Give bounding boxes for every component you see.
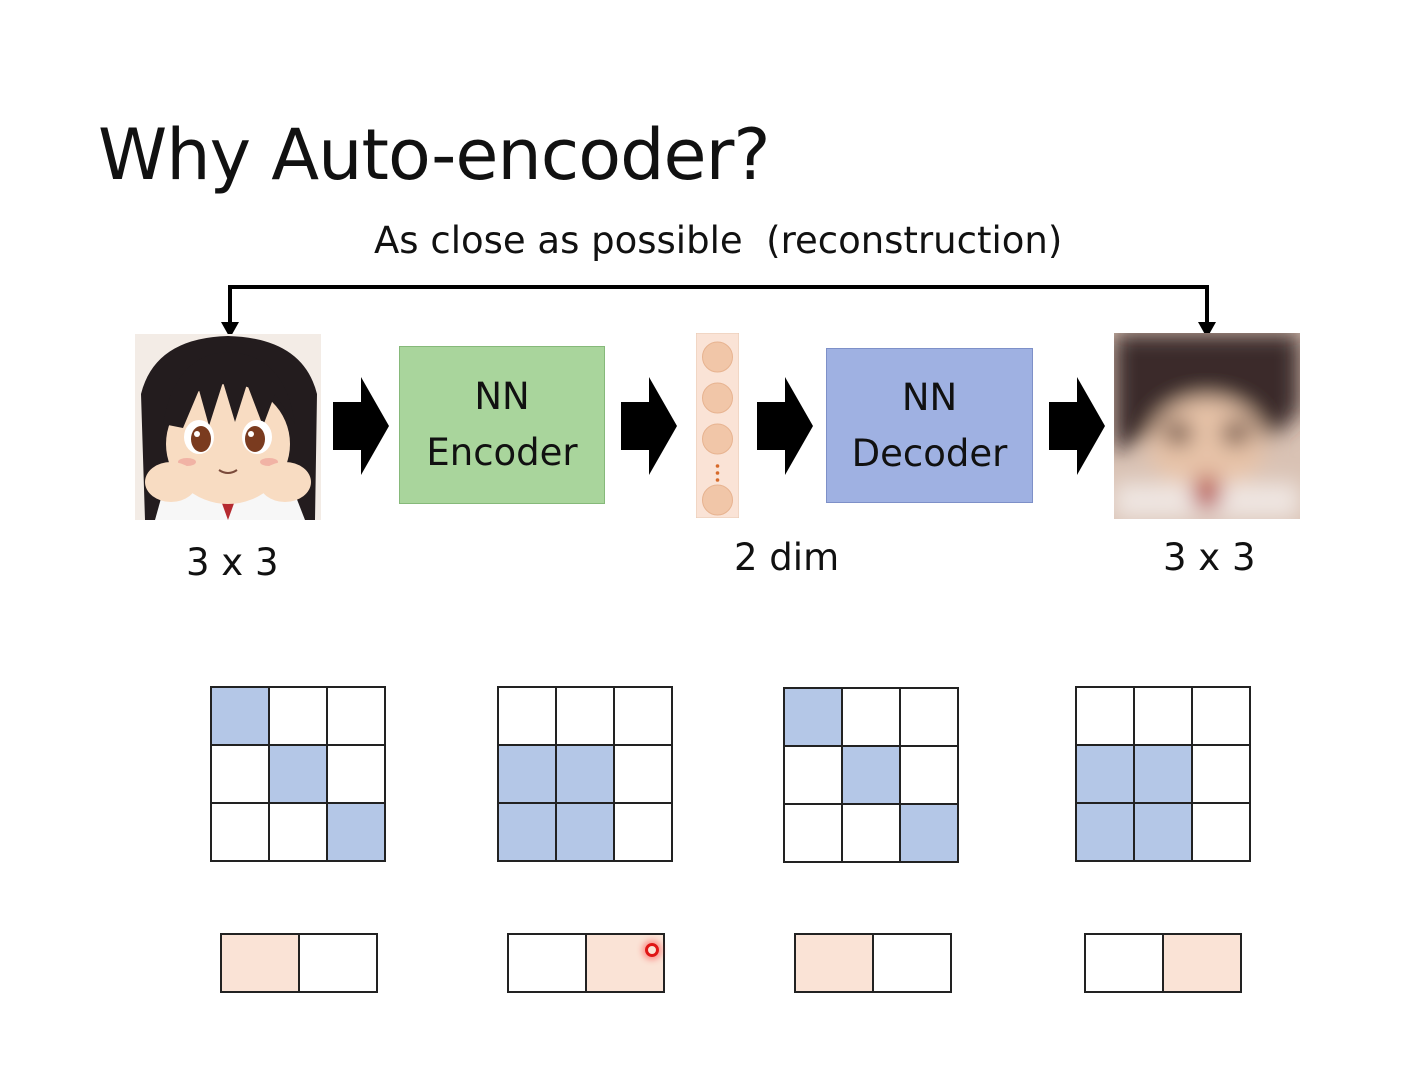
grid-cell <box>1193 804 1251 862</box>
example-code-1 <box>220 933 378 993</box>
grid-cell <box>843 747 901 805</box>
grid-cell <box>843 689 901 747</box>
input-size-label: 3 x 3 <box>186 541 279 584</box>
grid-cell <box>499 688 557 746</box>
code-cell <box>1164 935 1242 993</box>
grid-cell <box>615 746 673 804</box>
example-grid-3 <box>783 687 959 863</box>
grid-cell <box>270 688 328 746</box>
grid-cell <box>1077 688 1135 746</box>
grid-cell <box>212 804 270 862</box>
grid-cell <box>615 688 673 746</box>
neuron-icon <box>702 382 733 414</box>
code-cell <box>1086 935 1164 993</box>
input-image <box>135 334 321 520</box>
code-cell <box>300 935 378 993</box>
grid-cell <box>901 805 959 863</box>
grid-cell <box>212 688 270 746</box>
arrow-right-icon <box>621 377 677 475</box>
nn-decoder-box: NN Decoder <box>826 348 1033 503</box>
decoder-label-nn: NN <box>901 375 958 419</box>
grid-cell <box>557 804 615 862</box>
grid-cell <box>328 688 386 746</box>
grid-cell <box>785 689 843 747</box>
example-code-3 <box>794 933 952 993</box>
example-grid-1 <box>210 686 386 862</box>
grid-cell <box>1135 804 1193 862</box>
reconstruction-bracket <box>221 285 1216 338</box>
grid-cell <box>212 746 270 804</box>
nn-encoder-box: NN Encoder <box>399 346 605 504</box>
grid-cell <box>901 747 959 805</box>
grid-cell <box>499 746 557 804</box>
output-image <box>1114 333 1300 519</box>
arrow-right-icon <box>333 377 389 475</box>
encoder-label-nn: NN <box>474 375 530 418</box>
grid-cell <box>328 804 386 862</box>
grid-cell <box>1135 746 1193 804</box>
example-grid-2 <box>497 686 673 862</box>
grid-cell <box>785 805 843 863</box>
arrow-right-icon <box>757 377 813 475</box>
laser-pointer-icon <box>645 943 659 957</box>
grid-cell <box>328 746 386 804</box>
grid-cell <box>1077 746 1135 804</box>
grid-cell <box>1077 804 1135 862</box>
code-cell <box>509 935 587 993</box>
neuron-icon <box>702 341 733 373</box>
grid-cell <box>785 747 843 805</box>
code-cell <box>222 935 300 993</box>
neuron-icon <box>702 484 733 516</box>
grid-cell <box>901 689 959 747</box>
encoder-label: Encoder <box>426 431 578 474</box>
grid-cell <box>843 805 901 863</box>
example-grid-4 <box>1075 686 1251 862</box>
slide-title: Why Auto-encoder? <box>98 114 771 196</box>
grid-cell <box>557 746 615 804</box>
code-size-label: 2 dim <box>734 536 840 579</box>
code-cell <box>874 935 952 993</box>
arrow-right-icon <box>1049 377 1105 475</box>
grid-cell <box>270 746 328 804</box>
grid-cell <box>1193 746 1251 804</box>
ellipsis-icon <box>715 464 720 468</box>
reconstruction-note: As close as possible (reconstruction) <box>374 219 1063 262</box>
code-cell <box>796 935 874 993</box>
code-cell <box>587 935 665 993</box>
output-size-label: 3 x 3 <box>1163 536 1256 579</box>
grid-cell <box>270 804 328 862</box>
grid-cell <box>615 804 673 862</box>
decoder-label: Decoder <box>851 431 1008 475</box>
code-vector <box>696 333 739 518</box>
grid-cell <box>1135 688 1193 746</box>
grid-cell <box>557 688 615 746</box>
grid-cell <box>499 804 557 862</box>
example-code-4 <box>1084 933 1242 993</box>
neuron-icon <box>702 423 733 455</box>
grid-cell <box>1193 688 1251 746</box>
example-code-2 <box>507 933 665 993</box>
